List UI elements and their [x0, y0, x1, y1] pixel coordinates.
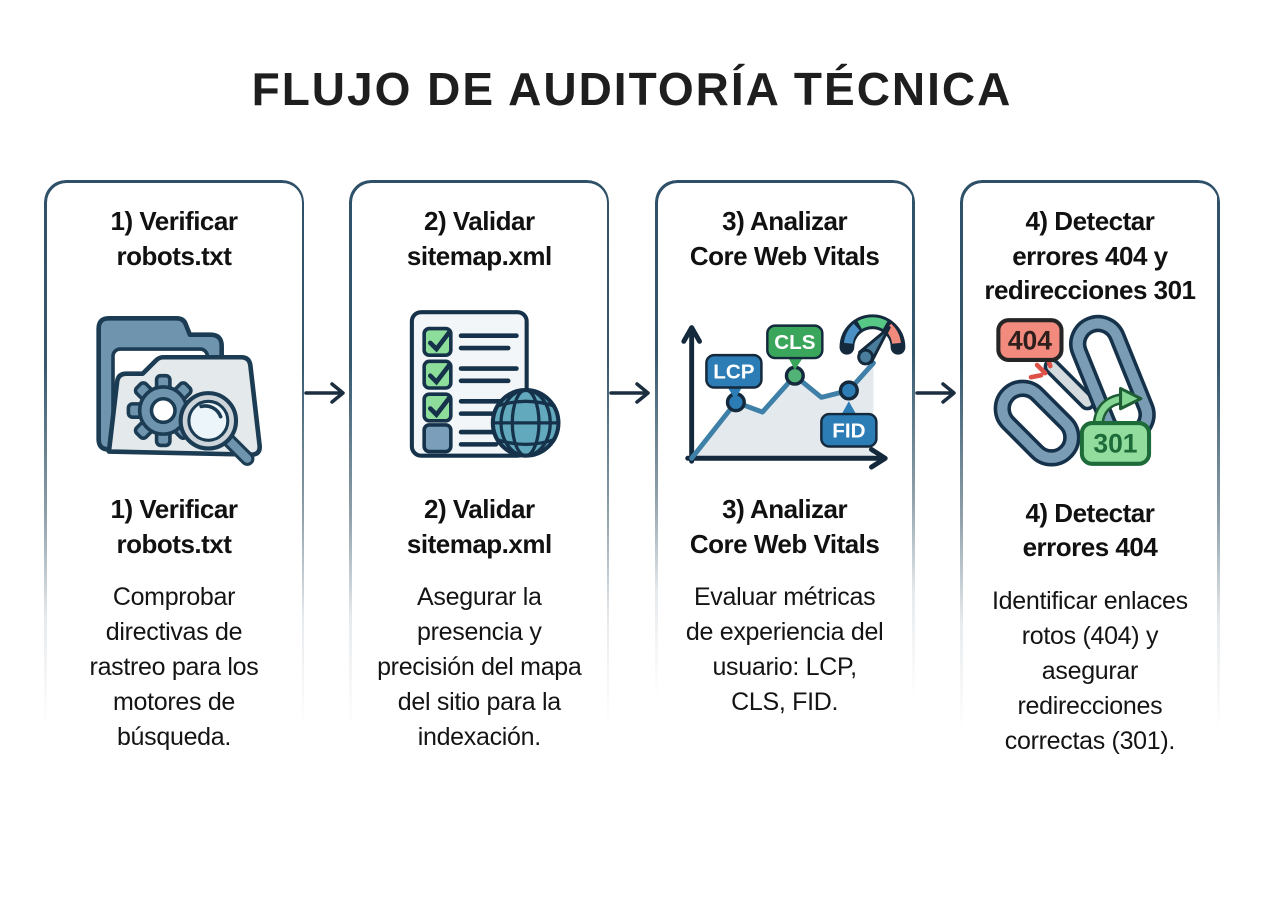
flow-arrow-1 — [304, 380, 349, 406]
step3-icon-wrap: LCP CLS FID — [655, 304, 915, 472]
step4-icon-wrap: 404 301 — [960, 308, 1220, 476]
core-web-vitals-chart-icon: LCP CLS FID — [680, 313, 905, 470]
fid-point — [838, 379, 859, 401]
sitemap-checklist-icon — [410, 310, 561, 458]
globe-icon — [491, 388, 561, 458]
lcp-badge: LCP — [704, 353, 763, 399]
step1-title-top: 1) Verificar robots.txt — [110, 206, 238, 271]
step-card-sitemap-xml: 2) Validar sitemap.xml — [349, 180, 610, 789]
step2-description: Asegurar la presencia y precisión del ma… — [377, 583, 582, 751]
audit-flow: 1) Verificar robots.txt — [44, 180, 1220, 793]
step-card-core-web-vitals: 3) Analizar Core Web Vitals — [654, 180, 915, 754]
chain-link-lower — [993, 379, 1081, 467]
svg-text:404: 404 — [1008, 325, 1052, 355]
svg-text:LCP: LCP — [713, 360, 754, 383]
svg-text:CLS: CLS — [774, 331, 815, 354]
checklist-rows — [422, 326, 520, 454]
right-arrow-icon — [609, 382, 651, 404]
folder-gear-magnifier-icon — [96, 315, 262, 466]
redirect-arrow-icon — [1092, 386, 1143, 430]
step2-title-bottom: 2) Validar sitemap.xml — [406, 494, 552, 559]
flow-arrow-2 — [609, 380, 654, 406]
page-title: FLUJO DE AUDITORÍA TÉCNICA — [251, 63, 1013, 115]
magnifier-icon — [178, 391, 255, 466]
step3-title-top: 3) Analizar Core Web Vitals — [689, 206, 880, 271]
fid-badge: FID — [819, 400, 878, 448]
step4-title-top: 4) Detectar errores 404 y redirecciones … — [984, 206, 1196, 306]
step1-title-bottom: 1) Verificar robots.txt — [110, 494, 238, 559]
step-card-404-301: 4) Detectar errores 404 y redirecciones … — [959, 180, 1220, 793]
step3-description: Evaluar métricas de experiencia del usua… — [685, 583, 884, 716]
gear-icon — [126, 373, 200, 448]
right-arrow-icon — [915, 382, 956, 404]
step1-description: Comprobar directivas de rastreo para los… — [89, 583, 259, 751]
step-card-robots-txt: 1) Verificar robots.txt — [44, 180, 304, 789]
broken-link-chain-icon: 404 301 — [993, 314, 1156, 467]
chart-axes — [680, 324, 888, 470]
cls-point — [784, 365, 805, 386]
cls-badge: CLS — [765, 323, 824, 370]
flow-arrow-3 — [915, 380, 960, 406]
gauge-icon — [839, 313, 905, 365]
step2-icon-wrap — [349, 304, 609, 472]
step1-icon-wrap — [44, 304, 304, 472]
404-badge: 404 — [996, 317, 1064, 362]
svg-text:301: 301 — [1093, 428, 1137, 458]
step4-description: Identificar enlaces rotos (404) y asegur… — [992, 586, 1188, 755]
301-badge: 301 — [1079, 420, 1152, 466]
svg-text:FID: FID — [832, 419, 865, 442]
step4-title-bottom: 4) Detectar errores 404 — [1022, 497, 1158, 563]
right-arrow-icon — [304, 382, 345, 404]
step3-title-bottom: 3) Analizar Core Web Vitals — [689, 494, 880, 559]
step2-title-top: 2) Validar sitemap.xml — [406, 206, 552, 271]
